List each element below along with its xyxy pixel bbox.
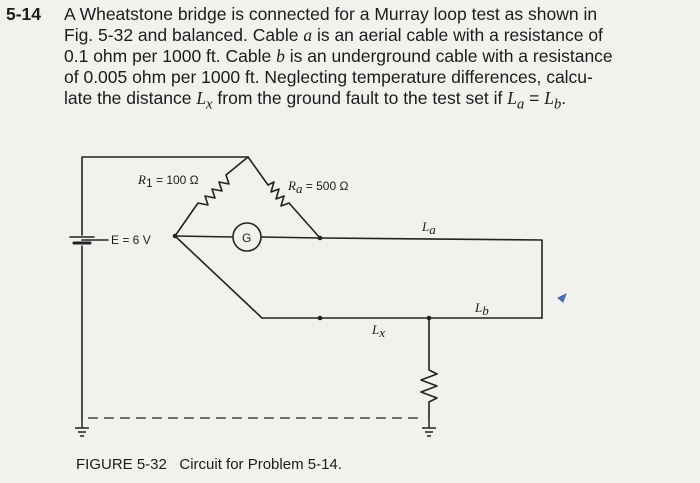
cable-lb — [174, 235, 543, 319]
la-label: La — [421, 219, 436, 237]
figure-number: FIGURE 5-32 — [76, 456, 167, 473]
figure-caption: FIGURE 5-32 Circuit for Problem 5-14. — [76, 456, 342, 473]
r1-resistor — [174, 156, 249, 237]
lx-var: L — [196, 88, 207, 108]
lb-var-sub: b — [554, 96, 562, 113]
problem-line-3: 0.1 ohm per 1000 ft. Cable b is an under… — [64, 46, 694, 67]
problem-line-3-text-a: 0.1 ohm per 1000 ft. Cable — [64, 46, 277, 66]
lb-var: L — [544, 88, 554, 108]
problem-line-5-text-a: late the distance — [64, 88, 197, 108]
cable-a-var: a — [303, 25, 313, 45]
lx-label: Lx — [371, 322, 385, 340]
problem-line-2-text-a: Fig. 5-32 and balanced. Cable — [64, 25, 304, 45]
cable-b-var: b — [276, 46, 285, 66]
junction-dot-fault — [426, 315, 432, 321]
pencil-cursor-icon — [557, 292, 567, 303]
problem-line-5: late the distance Lx from the ground fau… — [64, 88, 694, 116]
galvanometer-icon — [232, 222, 262, 252]
cable-la — [319, 237, 543, 319]
problem-line-4-text: of 0.005 ohm per 1000 ft. Neglecting tem… — [64, 67, 593, 87]
junction-dot-ra — [317, 235, 323, 241]
period: . — [561, 88, 567, 108]
la-var: L — [507, 88, 518, 108]
r1-label: R1 = 100 Ω — [137, 172, 199, 190]
source-label: E = 6 V — [111, 233, 151, 247]
lx-var-sub: x — [206, 96, 213, 113]
problem-line-2: Fig. 5-32 and balanced. Cable a is an ae… — [64, 25, 694, 46]
problem-line-4: of 0.005 ohm per 1000 ft. Neglecting tem… — [64, 67, 694, 88]
problem-line-5-text-b: from the ground fault to the test set if — [212, 88, 508, 108]
fault-resistor — [420, 317, 438, 419]
problem-line-1: A Wheatstone bridge is connected for a M… — [64, 4, 694, 25]
galvanometer-label: G — [242, 231, 251, 245]
junction-dot-r1 — [172, 233, 178, 239]
problem-text: A Wheatstone bridge is connected for a M… — [64, 4, 694, 116]
problem-line-3-text-b: is an underground cable with a resistanc… — [284, 46, 613, 66]
ground-icon-left — [75, 418, 89, 437]
la-var-sub: a — [517, 96, 525, 113]
equals-sign: = — [524, 88, 545, 108]
problem-line-1-text: A Wheatstone bridge is connected for a M… — [64, 4, 598, 24]
galvanometer-wire-left — [174, 235, 234, 238]
problem-number: 5-14 — [6, 4, 42, 24]
problem-line-2-text-b: is an aerial cable with a resistance of — [312, 25, 603, 45]
figure-caption-text: Circuit for Problem 5-14. — [179, 456, 342, 473]
lb-label: Lb — [474, 300, 489, 318]
ra-resistor — [247, 156, 321, 239]
top-wire — [81, 156, 249, 236]
galvanometer-wire-right — [261, 236, 321, 239]
ra-label: Ra = 500 Ω — [287, 178, 348, 196]
ground-icon-right — [422, 418, 436, 437]
junction-dot-lx — [317, 315, 323, 321]
